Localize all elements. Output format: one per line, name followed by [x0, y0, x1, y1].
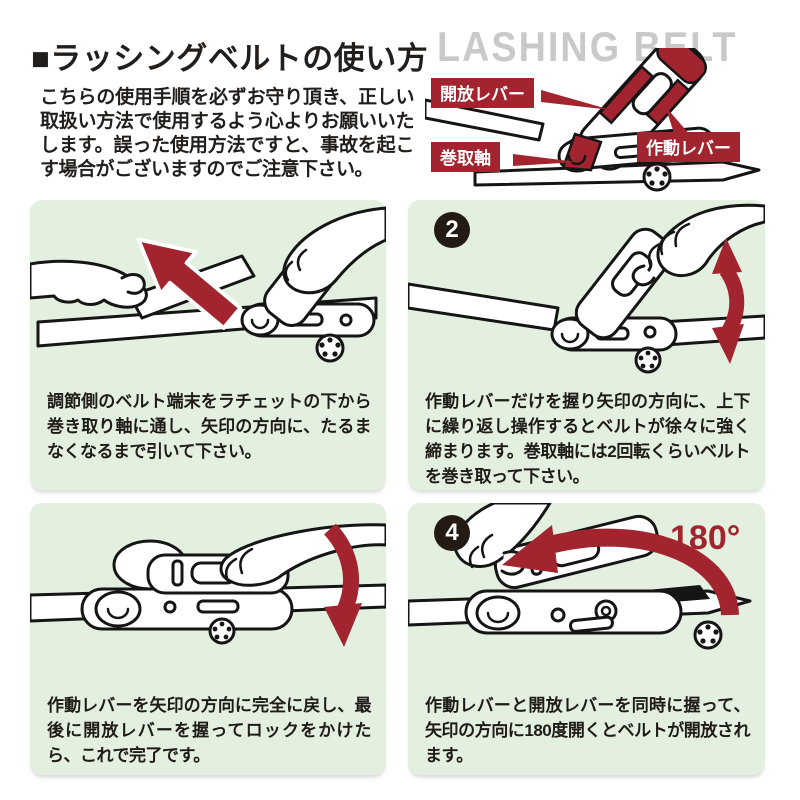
red-sweep-arrow-icon [533, 528, 739, 616]
takeup-shaft [94, 590, 142, 628]
star-wheel [642, 162, 672, 192]
star-wheel [693, 620, 723, 650]
step-3-caption: 作動レバーを矢印の方向に完全に戻し、最後に開放レバーを握ってロックをかけたら、こ… [47, 696, 372, 765]
step-4-caption: 作動レバーと開放レバーを同時に握って、矢印の方向に180度開くとベルトが開放され… [425, 696, 751, 765]
takeup-shaft [550, 317, 590, 351]
belt-strip [425, 98, 545, 142]
belt-strip [408, 282, 560, 332]
right-hand [282, 206, 386, 295]
step-2-illustration [408, 203, 765, 374]
step-2-caption: 作動レバーだけを握り矢印の方向に、上下に繰り返し操作するとベルトが徐々に強く締ま… [425, 392, 751, 486]
label-release-lever: 開放レバー [431, 78, 534, 108]
label-pointer [541, 90, 611, 110]
angle-180-label: 180° [670, 519, 740, 557]
star-wheel [315, 333, 345, 363]
star-wheel [634, 346, 662, 374]
star-wheel [208, 617, 236, 645]
step-2-number-badge: 2 [434, 212, 470, 248]
takeup-shaft [475, 595, 521, 631]
step-1-panel: 調節側のベルト端末をラチェットの下から巻き取り軸に通し、矢印の方向に、たるまなく… [30, 200, 386, 490]
step-4-panel: 4 [408, 503, 765, 775]
label-pointer [665, 106, 691, 136]
red-double-arrow-icon [719, 265, 745, 336]
resting-hand [219, 523, 386, 587]
left-hand [30, 259, 148, 309]
step-3-panel: 作動レバーを矢印の方向に完全に戻し、最後に開放レバーを握ってロックをかけたら、こ… [30, 503, 386, 775]
step-4-illustration: 180° [408, 503, 752, 650]
label-takeup-shaft: 巻取軸 [431, 142, 500, 172]
label-pointer [513, 154, 577, 166]
step-1-illustration [30, 206, 386, 363]
ratchet-overview-diagram: 開放レバー 巻取軸 作動レバー [425, 48, 795, 198]
ratchet-drawing [425, 48, 761, 192]
ratchet-base [464, 589, 683, 635]
gripping-hand [656, 203, 765, 277]
belt-strip [473, 160, 761, 187]
step-1-caption: 調節側のベルト端末をラチェットの下から巻き取り軸に通し、矢印の方向に、たるまなく… [47, 392, 372, 461]
label-operating-lever: 作動レバー [637, 132, 740, 162]
step-3-illustration [30, 523, 386, 647]
step-2-panel: 2 作動レバーだけを握り矢 [408, 200, 765, 490]
step-4-number-badge: 4 [434, 515, 470, 551]
intro-paragraph: こちらの使用手順を必ずお守り頂き、正しい取扱い方法で使用するよう心よりお願いいた… [40, 87, 415, 180]
page-title: ■ラッシングベルトの使い方 [31, 41, 429, 76]
red-arrow-icon [136, 237, 243, 330]
